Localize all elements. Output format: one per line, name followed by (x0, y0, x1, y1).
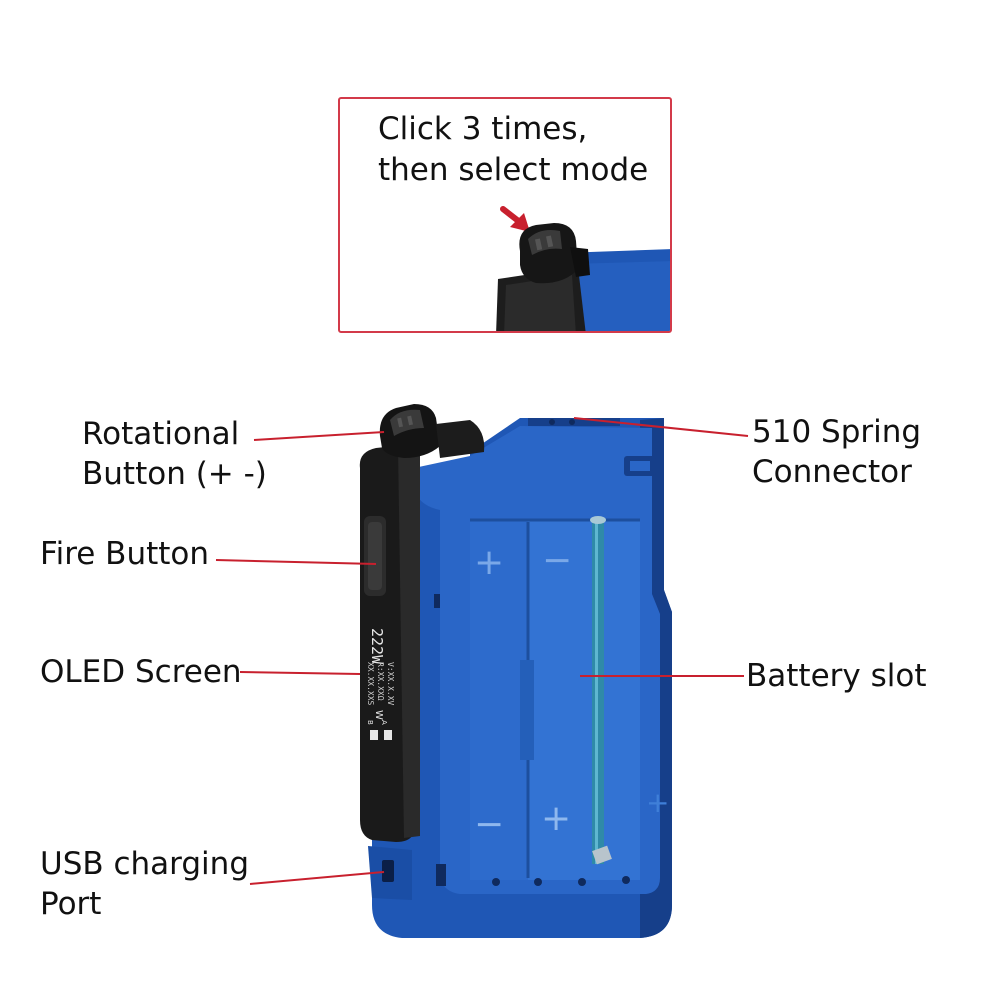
battery-a-icon (384, 730, 392, 740)
leader-spring (573, 417, 749, 437)
battery-spring-rod (590, 516, 612, 865)
label-oled-screen: OLED Screen (40, 654, 242, 690)
polarity-mark-left-bottom: − (474, 804, 504, 845)
svg-text:+: + (646, 786, 669, 819)
battery-well-right (528, 520, 640, 880)
inset-caption: Click 3 times, then select mode (378, 109, 648, 191)
inset-caption-line2: then select mode (378, 152, 649, 188)
oled-unit: W (373, 710, 384, 720)
label-usb-port: USB charging Port (40, 844, 249, 924)
oled-wattage: 222W (368, 628, 386, 665)
usb-port-icon (382, 860, 394, 882)
inset-caption-line1: Click 3 times, (378, 111, 588, 147)
polarity-mark-left-top: + (474, 542, 504, 583)
polarity-mark-right-bottom: + (541, 798, 571, 839)
inset-detail-frame: Click 3 times, then select mode (338, 97, 672, 333)
leader-oled (239, 671, 361, 675)
oled-slot-b: B (366, 720, 374, 725)
polarity-mark-right-top: − (542, 540, 572, 581)
label-rotational-line1: Rotational (82, 416, 240, 452)
label-rotational-line2: Button (+ -) (82, 456, 267, 492)
label-spring-line2: Connector (752, 454, 912, 490)
leader-usb (249, 871, 385, 885)
rotational-button[interactable] (379, 404, 485, 458)
leader-lines (215, 417, 749, 885)
battery-b-icon (370, 730, 378, 740)
oled-readout-2: R:XX.XXΩ (376, 662, 385, 701)
leader-rotational (253, 431, 385, 441)
label-spring-line1: 510 Spring (752, 414, 922, 450)
leader-fire (215, 559, 377, 565)
red-arrow-icon (500, 206, 530, 232)
oled-readout-1: V:XX.X.XV (386, 662, 395, 706)
oled-slot-a: A (380, 720, 388, 725)
battery-well-left (470, 520, 528, 880)
label-510-spring-connector: 510 Spring Connector (752, 412, 921, 492)
inset-rotational-knob (519, 223, 590, 284)
oled-readout-3: XX.XX.XXS (366, 662, 375, 706)
oled-screen: 222W V:XX.X.XV R:XX.XXΩ XX.XX.XXS W A B (366, 628, 395, 740)
label-usb-line1: USB charging (40, 846, 249, 882)
label-battery-slot: Battery slot (746, 658, 927, 694)
label-rotational-button: Rotational Button (+ -) (82, 414, 267, 494)
label-fire-button: Fire Button (40, 536, 210, 572)
label-usb-line2: Port (40, 886, 102, 922)
inset-closeup-illustration (496, 206, 670, 331)
